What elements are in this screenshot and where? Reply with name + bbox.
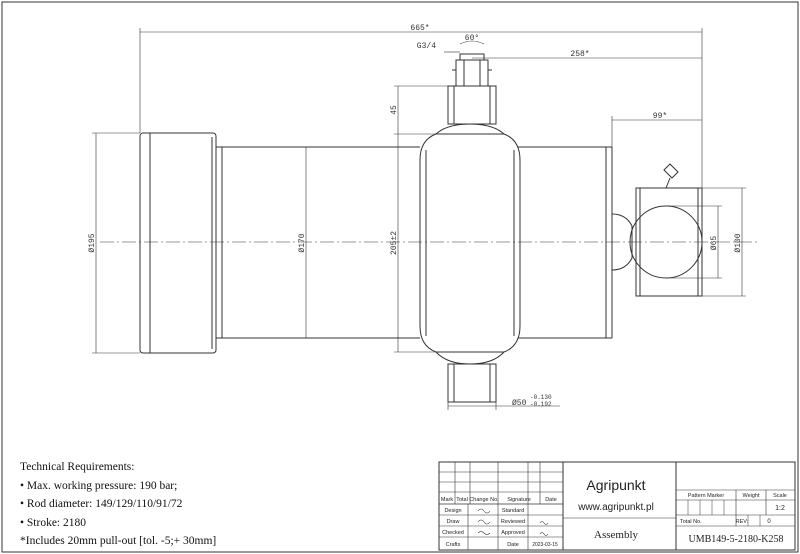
cylinder-tube xyxy=(216,146,613,339)
tb-doc-type: Assembly xyxy=(594,529,639,541)
tb-row-checked: Checked xyxy=(442,530,464,536)
dim-head-diameter: Ø100 xyxy=(734,233,743,252)
trunnion-collar xyxy=(419,123,521,365)
signature-marks xyxy=(477,508,549,536)
requirement-pressure: • Max. working pressure: 190 bar; xyxy=(20,479,178,492)
tb-row-reviewed: Reviewed xyxy=(501,519,525,525)
dim-collar-size: 205±2 xyxy=(390,231,399,255)
end-head xyxy=(611,163,703,297)
requirement-stroke: • Stroke: 2180 xyxy=(20,516,86,529)
dim-port-thread: G3/4 xyxy=(417,42,436,51)
dim-end-length: 99* xyxy=(653,112,667,121)
dim-port-to-end: 258* xyxy=(570,50,589,59)
tb-scale-label: Scale xyxy=(773,493,787,499)
dim-overall-length: 665* xyxy=(410,24,429,33)
dim-ball-diameter: Ø65 xyxy=(710,236,719,251)
title-block xyxy=(438,461,796,551)
technical-requirements: Technical Requirements: • Max. working p… xyxy=(20,458,420,551)
tb-total-no: Total No. xyxy=(680,519,702,525)
tb-row-draw: Draw xyxy=(447,519,460,525)
tb-rev-value: 0 xyxy=(767,519,771,525)
tb-rev-label: REV: xyxy=(736,519,749,525)
tb-row-standard: Standard xyxy=(502,508,524,514)
tb-row-crafts: Crafts xyxy=(446,542,461,548)
tb-row-date: Date xyxy=(507,542,519,548)
tb-company: Agripunkt xyxy=(586,477,645,493)
tb-pattern-marker: Pattern Marker xyxy=(688,493,725,499)
dim-port-height: 45 xyxy=(390,105,399,115)
dim-port-angle: 60° xyxy=(465,34,479,43)
tb-col-mark: Mark xyxy=(441,497,453,503)
requirement-rod-diameter: • Rod diameter: 149/129/110/91/72 xyxy=(20,498,183,511)
base-flange xyxy=(139,132,217,354)
dim-pin-tolerance-lower: -0.192 xyxy=(530,401,552,408)
dim-pin-tolerance-upper: -0.130 xyxy=(530,394,552,401)
tb-scale-value: 1:2 xyxy=(775,505,785,512)
dim-outer-diameter: Ø195 xyxy=(88,233,97,252)
tb-row-approved: Approved xyxy=(501,530,525,536)
tb-col-change: Change No. xyxy=(469,497,499,503)
tb-drawing-number: UMB149-5-2180-K258 xyxy=(689,534,784,545)
dim-pin-diameter: Ø50 xyxy=(512,399,527,408)
requirements-title: Technical Requirements: xyxy=(20,461,135,473)
requirement-pull-out: *Includes 20mm pull-out [tol. -5;+ 30mm] xyxy=(20,535,217,548)
dim-tube-diameter: Ø170 xyxy=(298,233,307,252)
bottom-pin xyxy=(447,363,497,403)
tb-col-signature: Signature xyxy=(507,497,531,503)
top-port-fitting xyxy=(447,53,497,125)
dimension-lines xyxy=(92,28,746,410)
tb-col-total: Total xyxy=(456,497,468,503)
tb-weight: Weight xyxy=(742,493,759,499)
tb-row-design: Design xyxy=(444,508,461,514)
tb-col-date: Date xyxy=(545,497,557,503)
tb-date-value: 2023-03-15 xyxy=(532,542,558,548)
tb-website: www.agripunkt.pl xyxy=(577,502,654,513)
